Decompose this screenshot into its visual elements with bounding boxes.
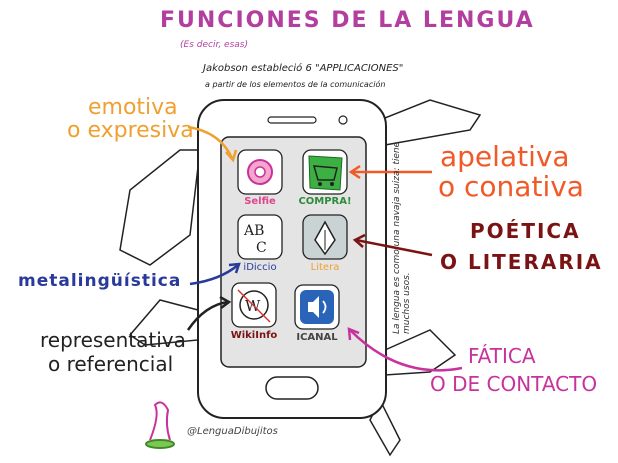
arrow-fatica <box>349 329 463 372</box>
phone-speaker <box>267 116 317 124</box>
label-apelativa-1: apelativa <box>440 140 570 173</box>
app-label-diccio: iDiccio <box>243 262 277 273</box>
intro-line-1: Jakobson estableció 6 "APPLICACIONES" <box>203 63 404 74</box>
author-credit: @LenguaDibujitos <box>187 426 278 437</box>
app-label-compra: COMPRA! <box>298 196 352 207</box>
label-emotiva-2: o expresiva <box>67 118 194 143</box>
page-title: FUNCIONES DE LA LENGUA <box>160 8 535 33</box>
svg-text:C: C <box>256 240 267 256</box>
arrow-poetica <box>355 238 433 257</box>
side-note: La lengua es como una navaja suiza: tien… <box>392 141 412 334</box>
abc-icon: AB <box>243 223 264 239</box>
arrow-metalinguistica <box>189 264 239 286</box>
mascot-icon <box>145 401 175 449</box>
label-poetica-1: POÉTICA <box>470 219 581 243</box>
phone-camera <box>338 115 348 125</box>
label-fatica-2: O DE CONTACTO <box>430 372 598 396</box>
saw-blade <box>119 149 201 266</box>
intro-line-2: a partir de los elementos de la comunica… <box>205 80 386 89</box>
diccio-app-icon <box>237 214 283 260</box>
label-apelativa-2: o conativa <box>438 170 584 203</box>
label-representativa-2: o referencial <box>48 352 174 376</box>
app-label-selfie: Selfie <box>244 196 276 207</box>
app-label-wikiinfo: WikiInfo <box>230 330 278 341</box>
app-label-litera: Litera <box>310 262 340 273</box>
arrow-representativa <box>186 300 229 331</box>
page-subtitle: (Es decir, esas) <box>180 40 248 50</box>
label-representativa-1: representativa <box>40 328 186 352</box>
arrow-emotiva <box>187 125 234 159</box>
label-emotiva-1: emotiva <box>88 95 178 120</box>
app-label-icanal: ICANAL <box>296 332 338 343</box>
label-metalinguistica: metalingüística <box>18 271 182 291</box>
phone-home-button <box>265 376 319 400</box>
label-fatica-1: FÁTICA <box>468 344 536 368</box>
label-poetica-2: O LITERARIA <box>440 250 603 274</box>
cart-icon <box>308 155 343 191</box>
